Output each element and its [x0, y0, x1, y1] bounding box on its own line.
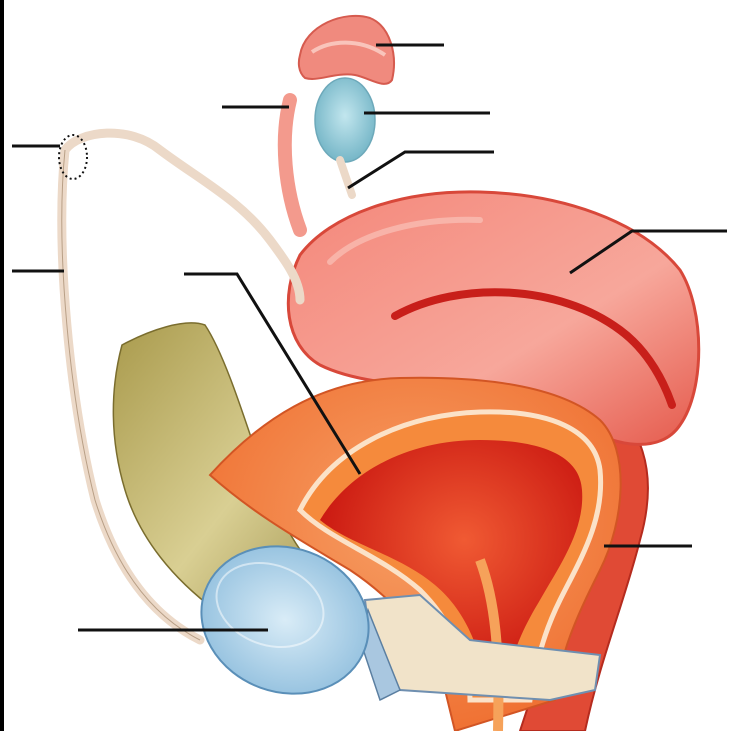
testis	[315, 78, 375, 162]
